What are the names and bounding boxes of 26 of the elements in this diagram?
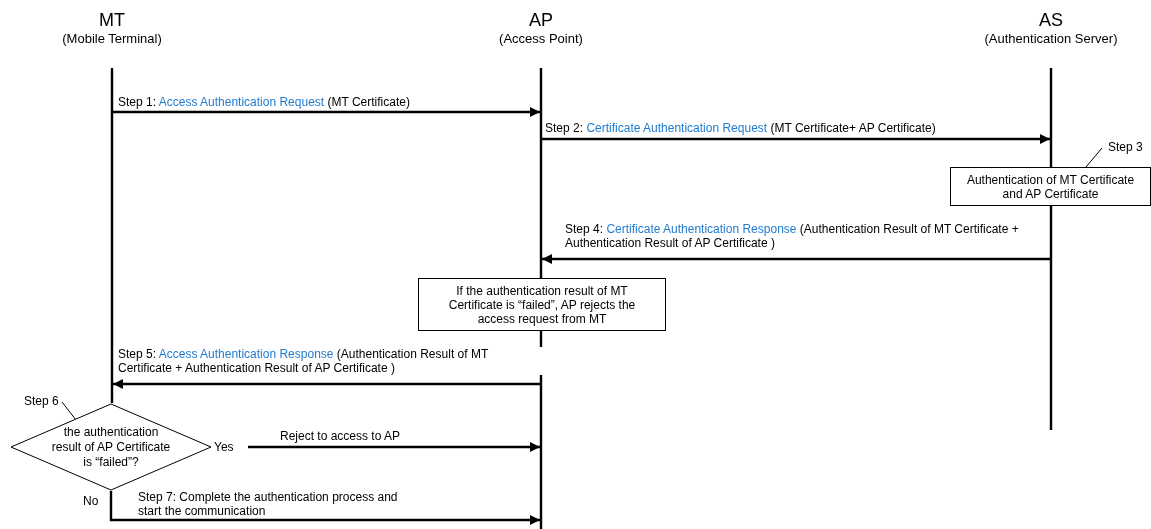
edge-label: Reject to access to AP: [280, 429, 401, 443]
step-label: Step 3: [1108, 140, 1143, 154]
branch-label: No: [83, 494, 99, 508]
process-box: If the authentication result of MT Certificate is “failed”, AP rejects the access request from MT: [418, 278, 666, 331]
leader-line: [1085, 147, 1103, 168]
arrow: [248, 442, 540, 452]
decision-text: the authentication result of AP Certificate is “failed”?: [50, 425, 172, 470]
participant-description: (Authentication Server): [983, 31, 1119, 47]
arrow: [542, 134, 1050, 144]
branch-label: Yes: [214, 440, 234, 454]
edge-label: Step 7: Complete the authentication process and start the communication: [138, 490, 398, 518]
edge-label: Step 5: Access Authentication Response (Authentication Result of MT Certificate + Authentication Result of AP Certificate ): [118, 347, 543, 375]
participant-description: (Access Point): [498, 31, 584, 47]
edge-label: Step 2: Certificate Authentication Request (MT Certificate+ AP Certificate): [545, 121, 936, 135]
participant-name: MT: [98, 10, 126, 31]
participant-name: AP: [528, 10, 554, 31]
process-box: Authentication of MT Certificate and AP Certificate: [950, 167, 1151, 206]
step-label: Step 6: [24, 394, 59, 408]
arrow: [109, 491, 540, 525]
arrow: [113, 107, 540, 117]
arrow: [542, 254, 1050, 264]
participant-name: AS: [1038, 10, 1064, 31]
participant-description: (Mobile Terminal): [61, 31, 163, 47]
edge-label: Step 1: Access Authentication Request (MT Certificate): [118, 95, 410, 109]
arrow: [113, 379, 540, 389]
leader-line: [61, 401, 77, 421]
